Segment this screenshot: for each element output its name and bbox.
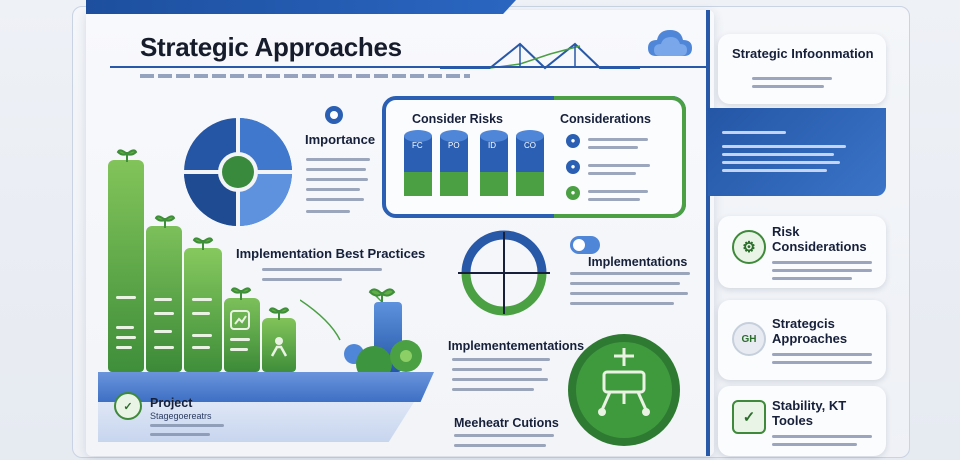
bullet-icon: ●: [566, 134, 580, 148]
cyl-label-1: FC: [412, 141, 423, 150]
stability-card-title: Stability, KT Tooles: [772, 398, 847, 428]
person-icon: [270, 337, 288, 357]
plant-icon: [268, 307, 290, 320]
top-banner: [86, 0, 516, 14]
implementementations-heading: Implementementations: [448, 339, 585, 353]
info-card: Strategic Infoonmation: [718, 34, 886, 104]
chart-badge-icon: [230, 310, 250, 330]
risk-card-title: Risk Considerations: [772, 224, 867, 254]
stability-card: ✓ Stability, KT Tooles: [718, 386, 886, 456]
bullet-icon: ●: [566, 186, 580, 200]
consider-risks-heading: Consider Risks: [412, 112, 504, 126]
project-heading: Project: [150, 396, 193, 410]
approaches-card-title: Strategcis Approaches: [772, 316, 848, 346]
bullet-icon: ●: [566, 160, 580, 174]
mechanics-heading: Meeheatr Cutions: [454, 416, 559, 430]
risk-card: ⚙ Risk Considerations: [718, 216, 886, 288]
implementations-heading: Implementations: [588, 255, 688, 269]
plant-icon: [116, 149, 138, 162]
plant-icon: [192, 237, 214, 250]
divider-line: [110, 66, 708, 68]
growth-bar-1: [108, 160, 144, 372]
vertical-divider: [706, 10, 710, 456]
approaches-icon: GH: [732, 322, 766, 356]
info-detail-card: [708, 108, 886, 196]
project-subtitle: Stagegoereatrs: [150, 411, 212, 421]
implementation-best-heading: Implementation Best Practices: [236, 246, 426, 261]
pie-chart-icon: [184, 118, 292, 226]
cyl-label-4: CO: [524, 141, 536, 150]
gear-icon: [325, 106, 343, 124]
considerations-accent: [554, 96, 686, 218]
project-platform: [98, 402, 414, 442]
cloud-icon: [648, 30, 692, 56]
cyl-label-3: ID: [488, 141, 496, 150]
check-icon: ✓: [732, 400, 766, 434]
approaches-card: GH Strategcis Approaches: [718, 300, 886, 380]
shield-icon: ⚙: [732, 230, 766, 264]
subtitle-placeholder: [140, 74, 470, 78]
cylinder-group: [404, 130, 544, 196]
plant-icon: [154, 215, 176, 228]
base-platform: [98, 372, 434, 402]
growth-bar-3: [184, 248, 222, 372]
importance-heading: Importance: [305, 132, 376, 147]
page-title: Strategic Approaches: [140, 32, 402, 62]
project-icon: ✓: [114, 392, 142, 420]
toggle-icon: [570, 236, 600, 254]
ring-chart-icon: [458, 230, 550, 316]
considerations-heading: Considerations: [560, 112, 651, 126]
cyl-label-2: PO: [448, 141, 460, 150]
plant-icon: [230, 287, 252, 300]
network-badge-icon: [568, 334, 680, 446]
